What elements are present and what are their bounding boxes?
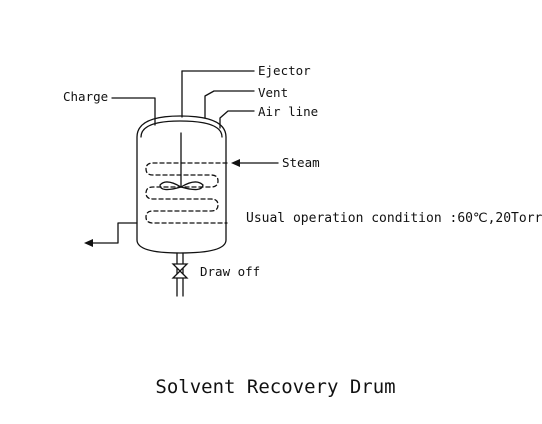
outlet-arrowhead bbox=[84, 239, 93, 247]
vent-nozzle bbox=[204, 90, 255, 119]
impeller-blade-left bbox=[159, 181, 182, 191]
diagram-caption: Solvent Recovery Drum bbox=[155, 376, 396, 398]
vessel-shell bbox=[136, 115, 227, 254]
charge-nozzle bbox=[111, 97, 156, 126]
outlet-line bbox=[91, 222, 138, 244]
draw-off-valve bbox=[171, 263, 189, 279]
airline-nozzle bbox=[219, 110, 255, 129]
charge-label: Charge bbox=[63, 89, 109, 104]
ejector-label: Ejector bbox=[258, 63, 311, 78]
draw-off-label: Draw off bbox=[200, 264, 261, 279]
impeller-blade-right bbox=[180, 181, 204, 191]
steam-arrowhead bbox=[231, 159, 240, 167]
diagram-canvas: Ejector Vent Air line Charge Steam Usual… bbox=[63, 63, 542, 399]
vent-label: Vent bbox=[258, 85, 289, 100]
operation-condition-label: Usual operation condition :60℃,20Torr bbox=[246, 211, 542, 226]
drum-schematic bbox=[84, 70, 279, 297]
steam-label: Steam bbox=[282, 155, 320, 170]
steam-coil bbox=[145, 162, 228, 224]
vessel-top-inner bbox=[140, 120, 223, 138]
air-line-label: Air line bbox=[258, 104, 319, 119]
